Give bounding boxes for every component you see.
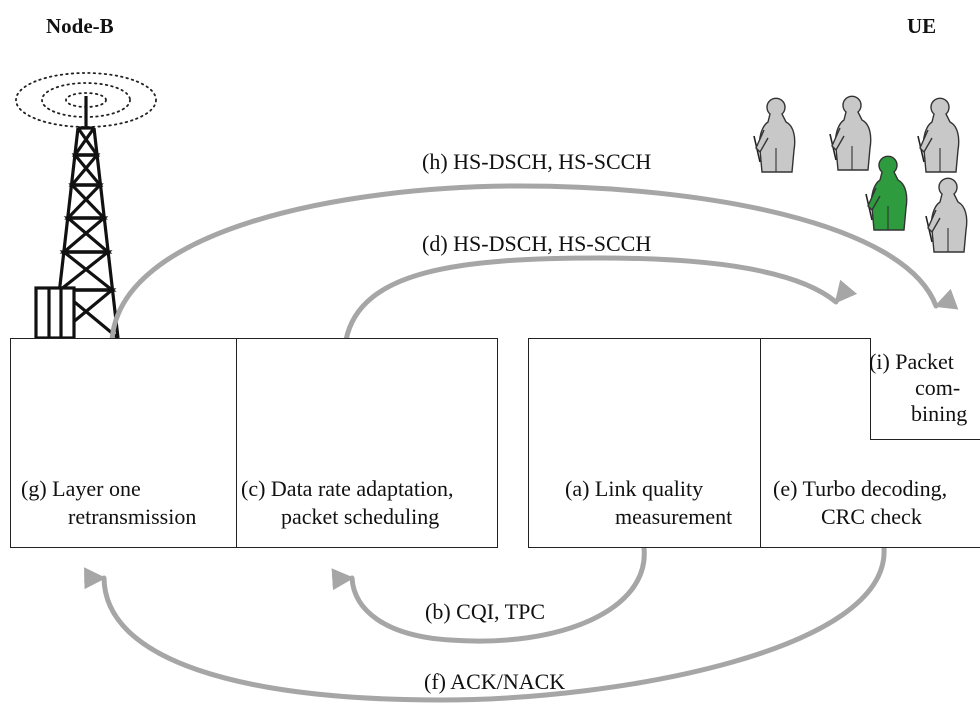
block-c-line1: (c) Data rate adaptation,: [241, 476, 454, 501]
block-c-line2: packet scheduling: [281, 504, 440, 529]
user-equipment-icon: [753, 97, 796, 173]
ue-users-group: [753, 95, 968, 253]
arrow-b: [331, 545, 647, 644]
user-equipment-icon: [925, 177, 968, 253]
ue-header: UE: [907, 14, 937, 38]
link-label-b: (b) CQI, TPC: [425, 599, 545, 624]
arrow-f: [84, 545, 887, 703]
block-layer-one-retransmission: (g) Layer one retransmission: [10, 338, 238, 548]
block-i-line2: com-: [915, 375, 961, 400]
block-data-rate-adaptation: (c) Data rate adaptation, packet schedul…: [236, 338, 498, 548]
user-equipment-icon: [865, 155, 908, 231]
user-equipment-icon: [829, 95, 872, 171]
arrows: [84, 183, 959, 703]
arrow-d: [343, 255, 858, 343]
block-g-line1: (g) Layer one: [21, 476, 141, 501]
link-label-f: (f) ACK/NACK: [424, 669, 566, 694]
block-a-line2: measurement: [615, 504, 733, 529]
block-a-line1: (a) Link quality: [565, 476, 704, 501]
link-label-d: (d) HS-DSCH, HS-SCCH: [422, 231, 652, 256]
block-i-line3: bining: [911, 401, 968, 426]
arrow-h: [109, 183, 959, 343]
user-equipment-icon: [917, 97, 960, 173]
base-station-tower-icon: [34, 96, 120, 340]
block-i-line1: (i) Packet: [869, 349, 954, 374]
block-link-quality-measurement: (a) Link quality measurement: [528, 338, 762, 548]
node-b-header: Node-B: [46, 14, 114, 38]
link-label-h: (h) HS-DSCH, HS-SCCH: [422, 149, 652, 174]
block-e-line2: CRC check: [821, 504, 922, 529]
block-packet-combining: (i) Packet com- bining: [869, 338, 980, 440]
block-e-line1: (e) Turbo decoding,: [773, 476, 948, 501]
block-g-line2: retransmission: [68, 504, 197, 529]
